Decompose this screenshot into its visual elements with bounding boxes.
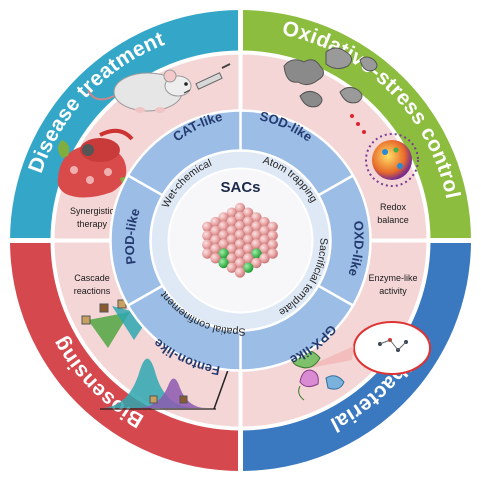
lattice-atom [234,257,246,269]
lattice-atom [210,243,221,255]
lattice-atom [267,230,278,241]
lattice-atom [259,216,270,228]
lattice-atom [251,257,262,269]
lattice-atom [267,221,278,232]
lattice-atom [202,248,213,259]
lattice-atom [226,216,237,227]
lattice-atom [226,234,237,245]
lattice-atom [234,202,246,214]
ring-divider-left-bottom [127,284,164,307]
lattice-atom [218,212,229,223]
single-atom-site [243,262,254,273]
lattice-atom [210,253,221,264]
enzyme-caption-1: Enzyme-like [368,273,417,283]
lattice-atom [234,239,246,250]
lattice-atom [202,221,213,232]
lattice-atom [259,225,270,237]
enzyme-caption-2: activity [379,286,407,296]
lattice-atom [234,248,246,259]
lattice-atom [226,243,237,255]
lattice-atom [243,253,254,264]
lattice-atom [234,220,246,232]
lattice-atom [234,229,246,240]
lattice-atom [202,239,213,250]
lattice-atom [226,225,237,236]
lattice-atom [251,221,262,232]
lattice-atom [243,243,254,255]
lattice-atom [267,248,278,259]
sacs-label: SACs [220,179,260,196]
synergistic-caption-1: Synergistic [70,206,115,216]
lattice-atom [210,225,221,237]
lattice-atom [218,230,229,241]
lattice-atom [267,239,278,250]
lattice-atom [251,230,262,241]
mouse-icon [87,69,192,113]
syringe-icon [183,63,231,94]
particle-icon [283,47,378,108]
lattice-atom [234,211,246,223]
single-atom-site [251,248,262,259]
lattice-atom [259,234,270,246]
single-atom-crystal [202,202,278,278]
ring-divider-right-top [317,174,354,197]
single-atom-site [218,248,229,259]
lattice-atom [202,230,213,241]
redox-caption-2: balance [377,215,409,225]
lattice-atom [243,234,254,245]
synergistic-caption-2: therapy [77,219,108,229]
nanoparticle-icon [365,133,419,187]
cascade-caption-1: Cascade [74,273,110,283]
redox-caption-1: Redox [380,202,407,212]
lattice-atom [251,212,262,223]
lattice-atom [226,253,237,264]
ring-divider-left-top [127,174,164,197]
lattice-atom [218,239,229,250]
lattice-atom [243,225,254,236]
lattice-atom [226,207,237,218]
peak-icon [100,358,229,410]
lattice-atom [226,262,237,273]
lattice-atom [259,253,270,264]
lattice-atom [259,243,270,255]
ring-divider-right-bottom [317,284,354,307]
arrow-dots [350,114,366,134]
lattice-atom [234,267,246,278]
lattice-atom [243,216,254,227]
single-atom-site [218,257,229,269]
lattice-atom [210,216,221,228]
tumor-icon [57,128,134,198]
lattice-atom [210,234,221,246]
cascade-caption-2: reactions [74,286,111,296]
lattice-atom [243,207,254,218]
lattice-atom [218,221,229,232]
lattice-atom [251,239,262,250]
